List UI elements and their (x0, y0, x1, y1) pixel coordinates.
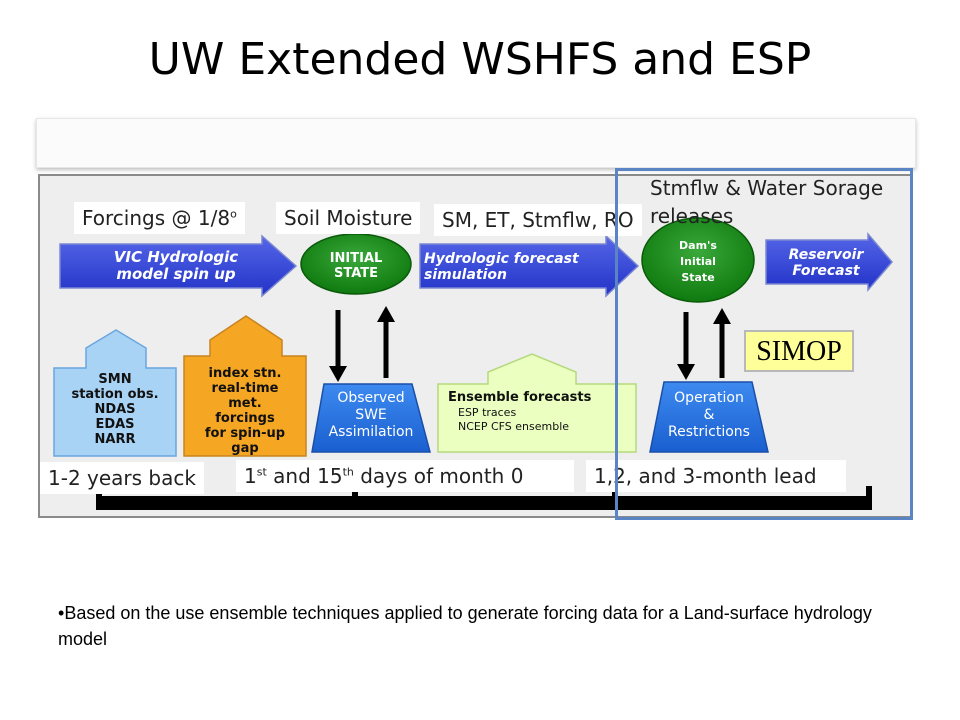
index-line: met. (228, 396, 262, 411)
simop-box: SIMOP (744, 330, 854, 372)
header-strip (36, 118, 916, 168)
dam-line1: Dam's (679, 239, 717, 252)
swe-trapezoid (311, 383, 431, 453)
vic-arrow-text: VIC Hydrologic model spin up (96, 249, 256, 283)
bullet-text: •Based on the use ensemble techniques ap… (58, 600, 918, 652)
index-line: for spin-up (204, 426, 286, 441)
operation-text: Operation & Restrictions (650, 390, 768, 441)
days-label: 1st and 15th days of month 0 (236, 460, 574, 492)
vic-line1: VIC Hydrologic (113, 248, 239, 266)
res-line2: Forecast (792, 263, 860, 279)
highlight-box (615, 168, 913, 520)
soil-moisture-label: Soil Moisture (276, 202, 421, 234)
down-arrow-head (677, 364, 695, 380)
operation-trapezoid (649, 381, 769, 453)
index-line: forcings (215, 411, 275, 426)
up-arrow-head (377, 306, 395, 322)
dam-initial-state-oval (641, 217, 755, 303)
ops-line: Restrictions (668, 424, 750, 440)
swe-text: Observed SWE Assimilation (312, 390, 430, 441)
page-title: UW Extended WSHFS and ESP (148, 34, 812, 85)
initial-line2: STATE (333, 266, 379, 281)
reservoir-arrow-text: Reservoir Forecast (776, 247, 876, 279)
smn-up-box (53, 329, 177, 457)
dam-line2: Initial (680, 255, 716, 268)
stmflw-line2: releases (650, 204, 734, 228)
smn-line: station obs. (71, 387, 159, 402)
swe-line: Assimilation (328, 424, 414, 440)
hydrologic-forecast-arrow (419, 234, 640, 298)
hfs-line2: simulation (424, 267, 508, 283)
initial-state-oval (300, 233, 412, 295)
bullet-content: Based on the use ensemble techniques app… (58, 603, 872, 649)
ensemble-item: ESP traces (458, 406, 517, 419)
ops-line: Operation (674, 390, 744, 406)
down-arrow-head (329, 366, 347, 382)
vic-arrow (59, 234, 298, 298)
ensemble-up-box (437, 353, 637, 453)
lead-label: 1,2, and 3-month lead (586, 460, 846, 492)
index-line: real-time (211, 381, 279, 396)
initial-state-text: INITIAL STATE (306, 251, 406, 281)
smn-line: NDAS (94, 402, 136, 417)
index-up-box (183, 315, 307, 457)
swe-line: SWE (355, 407, 387, 423)
index-text: index stn. real-time met. forcings for s… (184, 366, 306, 456)
smn-text: SMN station obs. NDAS EDAS NARR (54, 372, 176, 447)
dam-state-text: Dam's Initial State (648, 238, 748, 286)
stmflw-label: Stmflw & Water Sorage releases (650, 174, 883, 230)
up-arrow-head (713, 308, 731, 324)
reservoir-arrow (765, 231, 893, 293)
dam-line3: State (681, 271, 715, 284)
ensemble-item: NCEP CFS ensemble (458, 420, 570, 433)
ops-line: & (703, 407, 715, 423)
index-line: index stn. (208, 366, 282, 381)
timeline-tick (866, 486, 872, 510)
timeline-tick (352, 490, 358, 510)
timeline-tick (96, 486, 102, 510)
bullet-dot: • (58, 603, 65, 623)
swe-line: Observed (337, 390, 405, 406)
smn-line: EDAS (95, 417, 135, 432)
stmflw-line1: Stmflw & Water Sorage (650, 176, 884, 200)
years-back-label: 1-2 years back (40, 462, 204, 494)
index-line: gap (231, 441, 259, 456)
vic-line2: model spin up (116, 265, 236, 283)
initial-line1: INITIAL (329, 251, 383, 266)
timeline-bar (96, 496, 872, 510)
res-line1: Reservoir (788, 247, 864, 263)
hfs-arrow-text: Hydrologic forecast simulation (424, 251, 624, 283)
hfs-line1: Hydrologic forecast (424, 251, 579, 267)
forcings-label: Forcings @ 1/8o (74, 202, 245, 234)
sm-et-label: SM, ET, Stmflw, RO (434, 204, 642, 236)
smn-line: NARR (94, 432, 136, 447)
ensemble-text: Ensemble forecasts ESP traces NCEP CFS e… (448, 390, 632, 434)
ensemble-title: Ensemble forecasts (448, 390, 592, 405)
smn-line: SMN (98, 372, 132, 387)
